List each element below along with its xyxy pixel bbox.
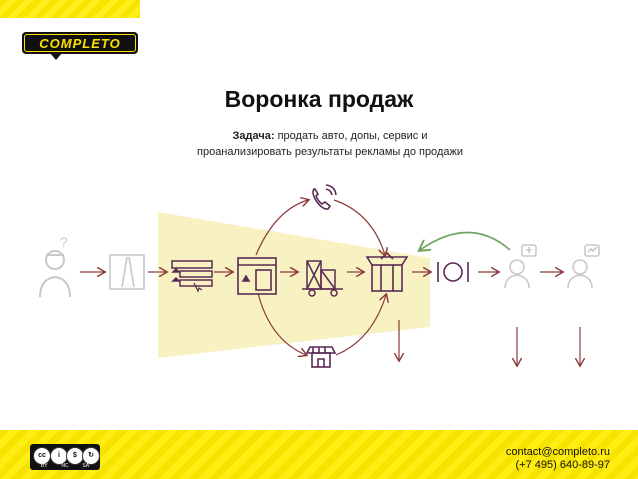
phone-loop-arrow-down <box>333 199 385 255</box>
nc-icon: $ <box>66 447 84 465</box>
cc-license-badge[interactable]: cc i $ ↻ BY NC SA <box>30 444 100 470</box>
sa-icon: ↻ <box>82 447 100 465</box>
phone-icon <box>312 184 337 210</box>
label-nc: NC <box>61 463 69 469</box>
dealership-loop-arrow-up <box>335 295 386 356</box>
cc-labels: BY NC SA <box>34 463 96 469</box>
page-title: Воронка продаж <box>224 86 414 112</box>
sales-funnel-diagram: ? <box>39 184 600 368</box>
task-line-2: проанализировать результаты рекламы до п… <box>197 146 463 158</box>
label-sa: SA <box>82 463 90 469</box>
dealership-loop-arrow-down <box>257 292 306 355</box>
svg-text:?: ? <box>60 234 68 250</box>
customer-loyal-icon <box>567 244 600 289</box>
contact-email[interactable]: contact@completo.ru <box>505 446 610 458</box>
completo-logo[interactable]: COMPLETO <box>22 32 138 54</box>
logo-tail <box>50 53 62 60</box>
phone-loop-arrow-up <box>255 200 308 256</box>
contact-phone[interactable]: (+7 495) 640-89-97 <box>515 459 610 471</box>
task-label: Задача: <box>232 130 275 142</box>
feedback-arrow <box>420 231 511 251</box>
label-by: BY <box>40 463 48 469</box>
footer: cc i $ ↻ BY NC SA contact@completo.ru (+… <box>0 430 638 479</box>
website-icon <box>237 257 277 295</box>
top-stripe <box>0 0 140 18</box>
funnel-shape <box>158 212 430 358</box>
road-icon <box>109 254 145 290</box>
cars-lot-icon <box>302 260 343 297</box>
person-question-icon: ? <box>39 234 71 298</box>
service-icon <box>437 262 469 282</box>
task-description: Задача: продать авто, допы, сервис и про… <box>170 128 490 160</box>
ad-listing-icon <box>171 260 213 293</box>
contact-info: contact@completo.ru (+7 495) 640-89-97 <box>506 446 610 472</box>
logo-text: COMPLETO <box>39 35 121 51</box>
task-line-1: продать авто, допы, сервис и <box>277 130 428 142</box>
dealership-icon <box>305 346 337 368</box>
customer-add-icon <box>504 244 537 289</box>
